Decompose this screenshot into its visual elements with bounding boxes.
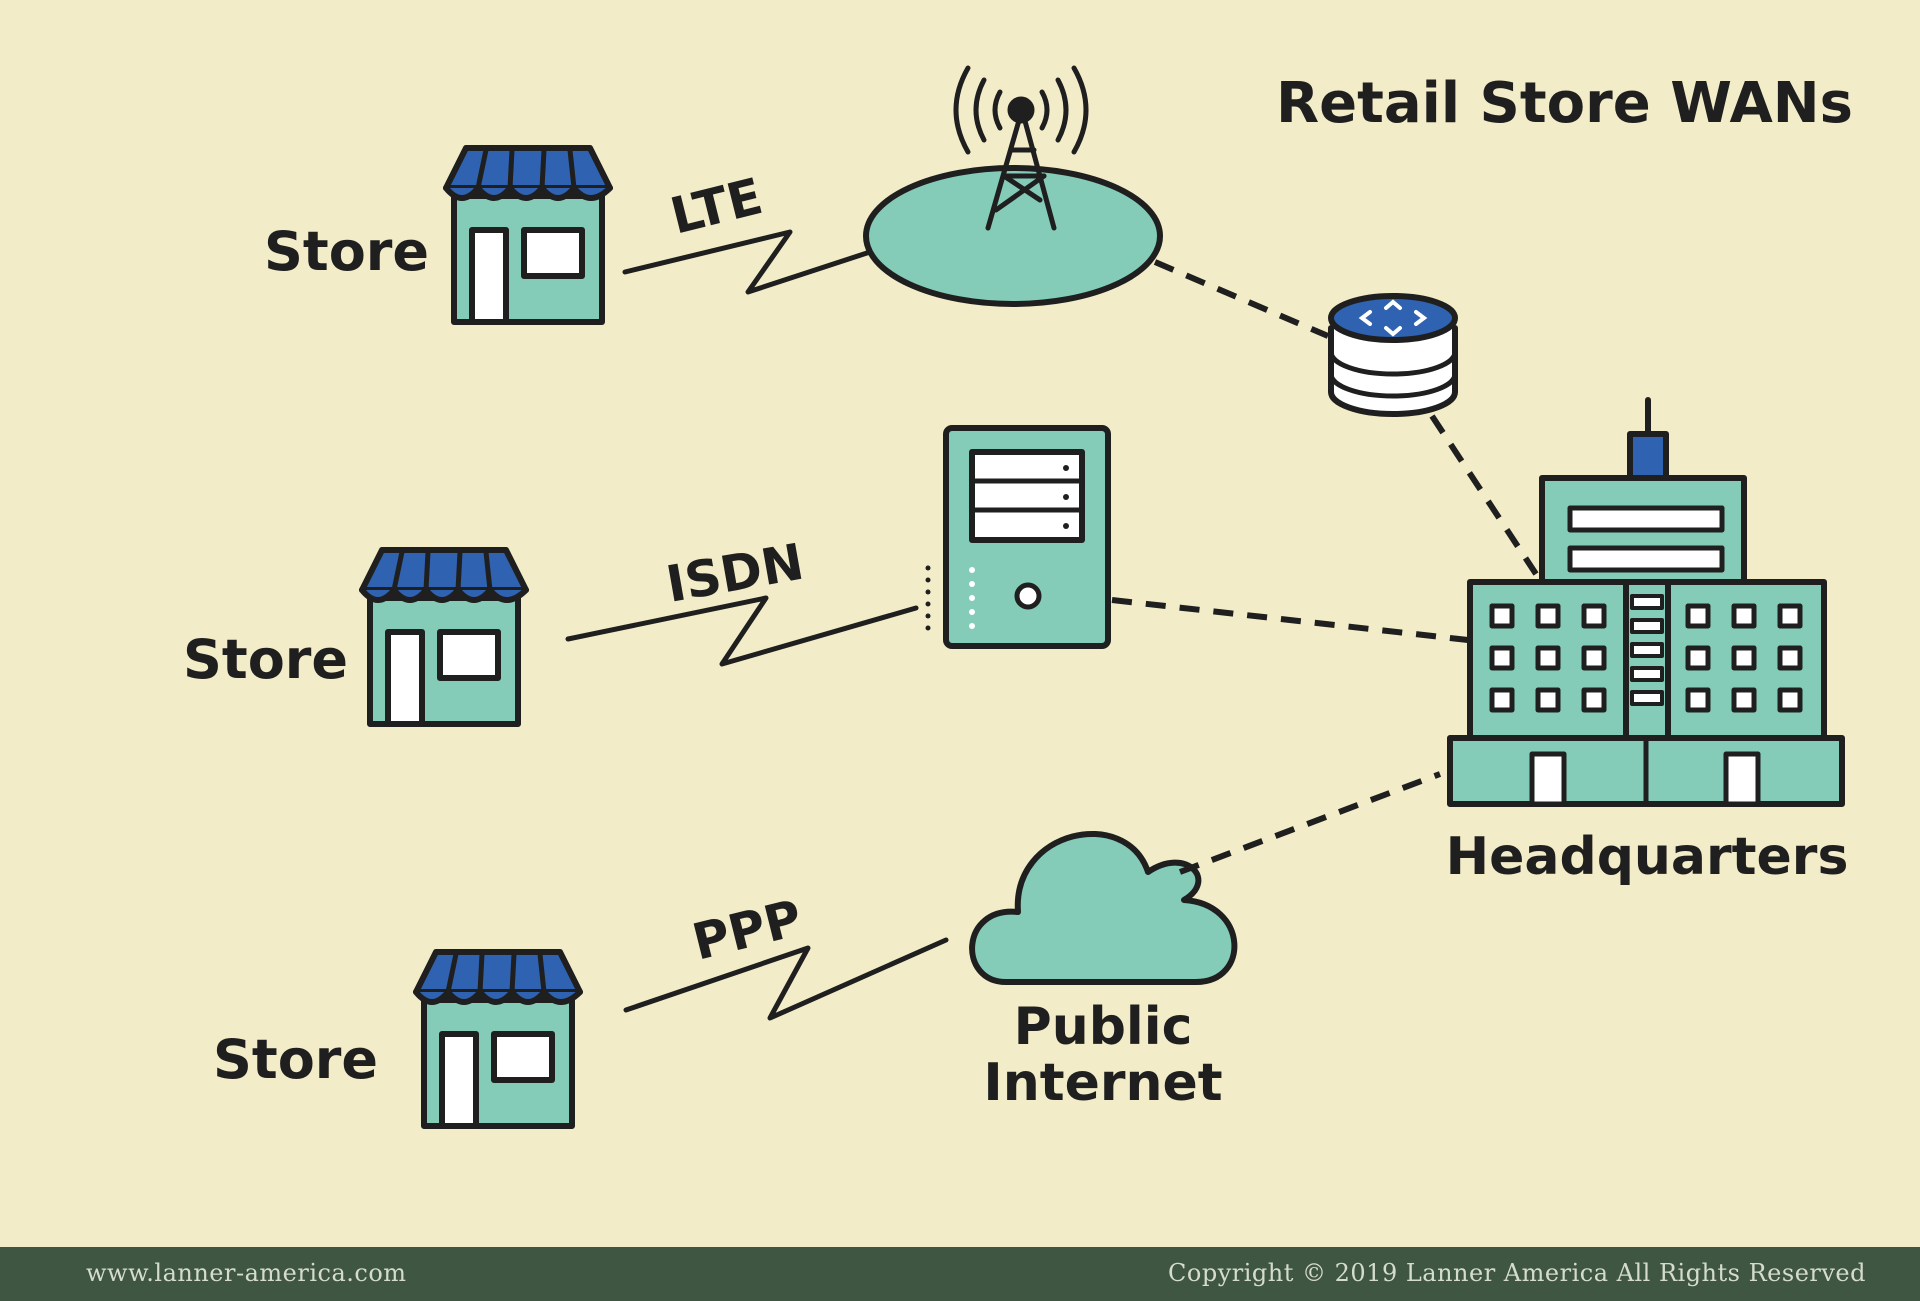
store-3: Store — [213, 952, 580, 1126]
footer-bar: www.lanner-america.com Copyright © 2019 … — [0, 1247, 1920, 1301]
lte-link-label: LTE — [665, 167, 768, 245]
headquarters: Headquarters — [1446, 397, 1849, 887]
router — [1328, 293, 1458, 417]
store-2: Store — [183, 550, 526, 724]
cloud-icon — [969, 831, 1238, 985]
public-internet: Public Internet — [969, 831, 1238, 1113]
headquarters-label: Headquarters — [1446, 827, 1849, 887]
cloud-label-line2: Internet — [983, 1053, 1222, 1113]
cell-tower — [863, 65, 1163, 307]
footer-copyright: Copyright © 2019 Lanner America All Righ… — [1168, 1259, 1866, 1287]
store-2-label: Store — [183, 628, 348, 691]
diagram-title: Retail Store WANs — [1276, 71, 1853, 136]
headquarters-icon — [1447, 397, 1845, 807]
router-arrows-icon — [1358, 299, 1428, 337]
server-to-hq-link — [1111, 597, 1469, 643]
store-3-icon — [416, 952, 580, 1126]
server — [925, 425, 1111, 649]
store-1-label: Store — [264, 220, 429, 283]
isdn-link: ISDN — [565, 533, 919, 667]
ppp-link: PPP — [623, 889, 949, 1021]
cloud-to-hq-link — [1178, 771, 1442, 875]
store-1: Store — [264, 148, 610, 322]
store-1-icon — [446, 148, 610, 322]
ppp-link-label: PPP — [687, 889, 808, 972]
tower-to-router-link — [1153, 259, 1330, 339]
footer-website: www.lanner-america.com — [86, 1259, 407, 1287]
lte-link: LTE — [622, 167, 873, 295]
cell-tower-icon — [953, 65, 1089, 231]
cloud-label-line1: Public — [1014, 997, 1193, 1057]
hq-connections — [1111, 259, 1539, 875]
store-3-label: Store — [213, 1028, 378, 1091]
router-to-hq-link — [1429, 414, 1539, 576]
isdn-link-label: ISDN — [662, 533, 808, 614]
store-2-icon — [362, 550, 526, 724]
